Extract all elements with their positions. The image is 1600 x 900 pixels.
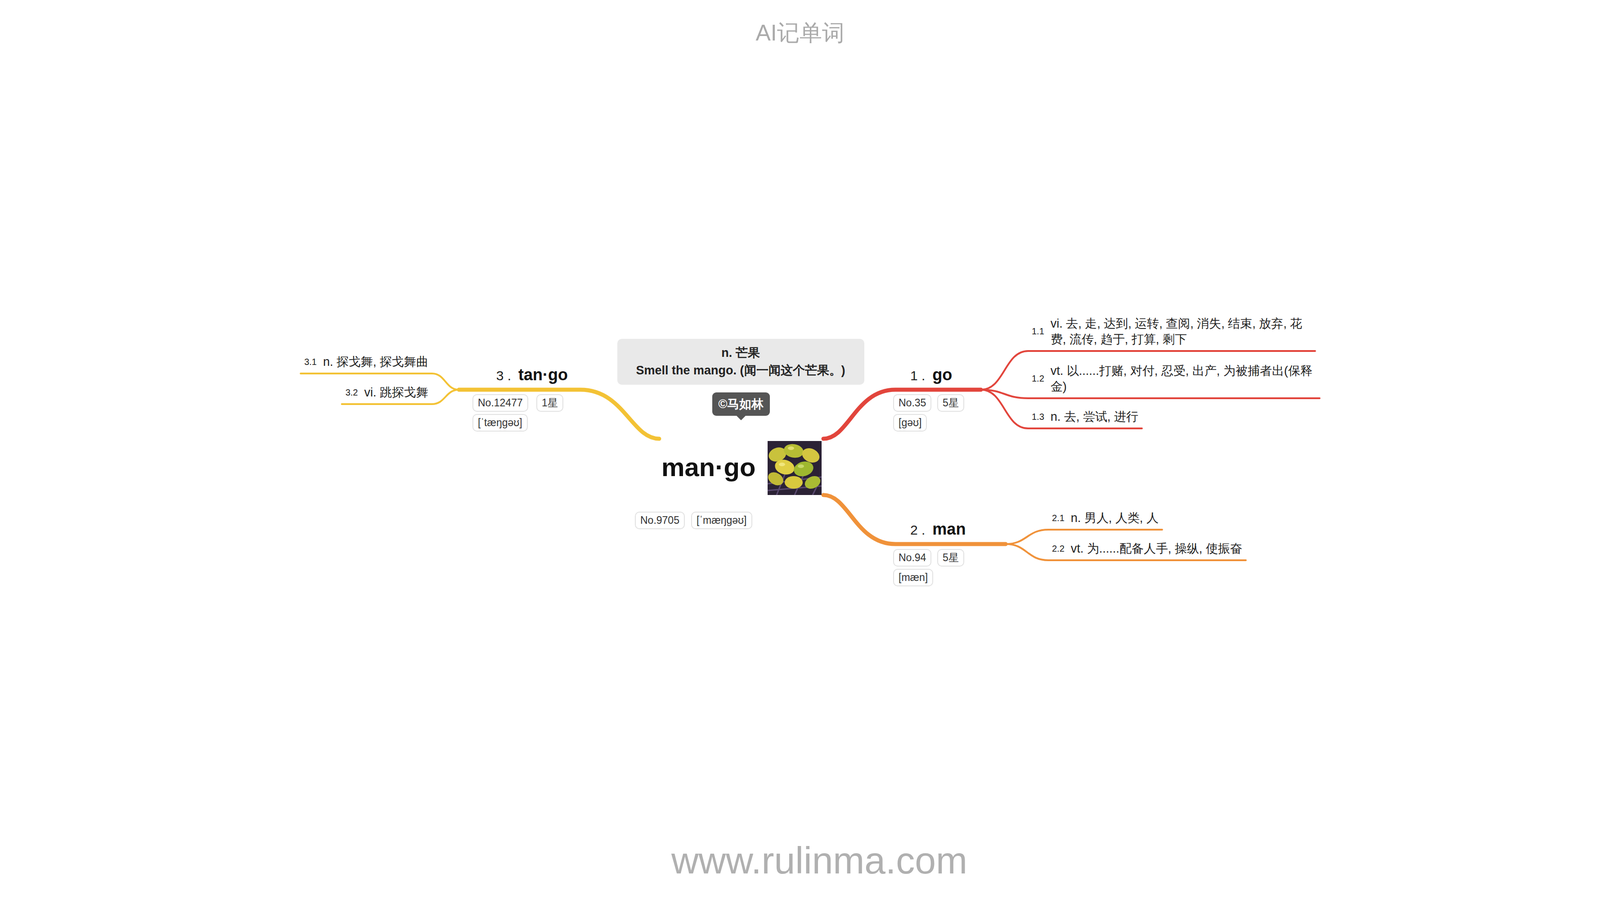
highlight [778,462,786,467]
phonetic-tag: [ˈtæŋɡəʊ] [472,413,528,432]
meaning-item: 3.2 vi. 跳探戈舞 [341,382,432,405]
rank-tag: No.94 [893,548,932,567]
node-text: vi. 去, 走, 达到, 运转, 查阅, 消失, 结束, 放弃, 花费, 流传… [1050,315,1312,348]
author-badge: ©马如林 [712,392,771,416]
callout-number: 3 . [496,368,512,384]
mango [802,473,822,492]
node-text: n. 探戈舞, 探戈舞曲 [323,354,429,370]
phonetic-tag: [mæn] [893,568,934,587]
mango [767,469,786,489]
rank-tag: No.35 [893,394,932,412]
watermark: www.rulinma.com [671,838,968,883]
node-text: ©马如林 [718,396,765,412]
node-text: 5星 [942,551,959,565]
callout-number: 3.2 [345,387,359,398]
callout-number: 1.2 [1031,373,1045,384]
callout-number: 1.1 [1031,326,1045,337]
node-text: [gəʊ] [898,416,922,430]
branch-word: 2 . man [895,519,1006,544]
node-text: tan·go [518,365,568,385]
meaning-item: 1.1 vi. 去, 走, 达到, 运转, 查阅, 消失, 结束, 放弃, 花费,… [1028,314,1316,351]
meaning-item: 2.1 n. 男人, 人类, 人 [1048,508,1163,530]
node-text: vt. 以......打赌, 对付, 忍受, 出产, 为被捕者出(保释金) [1050,363,1317,395]
meaning-item: 1.2 vt. 以......打赌, 对付, 忍受, 出产, 为被捕者出(保释金) [1028,361,1320,399]
meaning-item: 1.3 n. 去, 尝试, 进行 [1028,407,1142,429]
node-text: [ˈtæŋɡəʊ] [477,416,523,430]
branch-word: 3 . tan·go [458,365,581,390]
branch-line [980,389,1320,399]
highlight [787,446,795,450]
node-text: [mæn] [898,570,928,585]
branch-line [823,389,981,439]
example-callout: n. 芒果Smell the mango. (闻一闻这个芒果。) [617,338,865,385]
callout-number: 3.1 [304,356,317,368]
node-text: go [932,365,953,385]
node-text: man·go [659,451,756,482]
node-text: vt. 为......配备人手, 操纵, 使振奋 [1070,540,1243,557]
meaning-item: 3.1 n. 探戈舞, 探戈舞曲 [300,352,432,374]
node-text: No.94 [898,551,926,565]
node-text: man [932,519,966,539]
branch-word: 1 . go [895,365,981,390]
node-text: [ˈmæŋɡəʊ] [696,513,747,527]
callout-number: 2.2 [1051,543,1065,554]
node-text: No.35 [898,396,926,410]
callout-number: 1 . [910,368,926,384]
callout-number: 2 . [910,522,926,538]
mango [782,442,805,459]
callout-number: 2.1 [1051,512,1065,524]
branch-line [458,389,660,439]
phonetic-tag: [gəʊ] [893,413,927,432]
star-tag: 5星 [937,548,965,567]
phonetic-tag: [ˈmæŋɡəʊ] [691,511,753,530]
node-text: 1星 [541,396,558,410]
mango [792,459,816,479]
page-title: AI记单词 [755,17,845,49]
meaning-item: 2.2 vt. 为......配备人手, 操纵, 使振奋 [1048,539,1246,561]
rank-tag: No.12477 [472,394,529,412]
star-tag: 5星 [937,394,965,412]
node-text: Smell the mango. (闻一闻这个芒果。) [635,361,845,380]
node-text: vi. 跳探戈舞 [364,384,429,401]
branch-line [823,494,1006,544]
rank-tag: No.9705 [634,511,685,530]
node-text: 5星 [942,396,959,410]
branch-line [980,389,1142,429]
mango [784,476,803,489]
node-text: No.9705 [640,513,680,527]
node-text: n. 芒果 [721,344,760,362]
highlight [797,464,805,468]
star-tag: 1星 [536,394,564,412]
callout-number: 1.3 [1031,411,1045,423]
node-text: No.12477 [477,396,523,410]
node-text: n. 去, 尝试, 进行 [1050,408,1139,425]
node-text: n. 男人, 人类, 人 [1070,510,1159,526]
mango-photo [767,440,822,495]
central-word: man·go [659,438,824,495]
